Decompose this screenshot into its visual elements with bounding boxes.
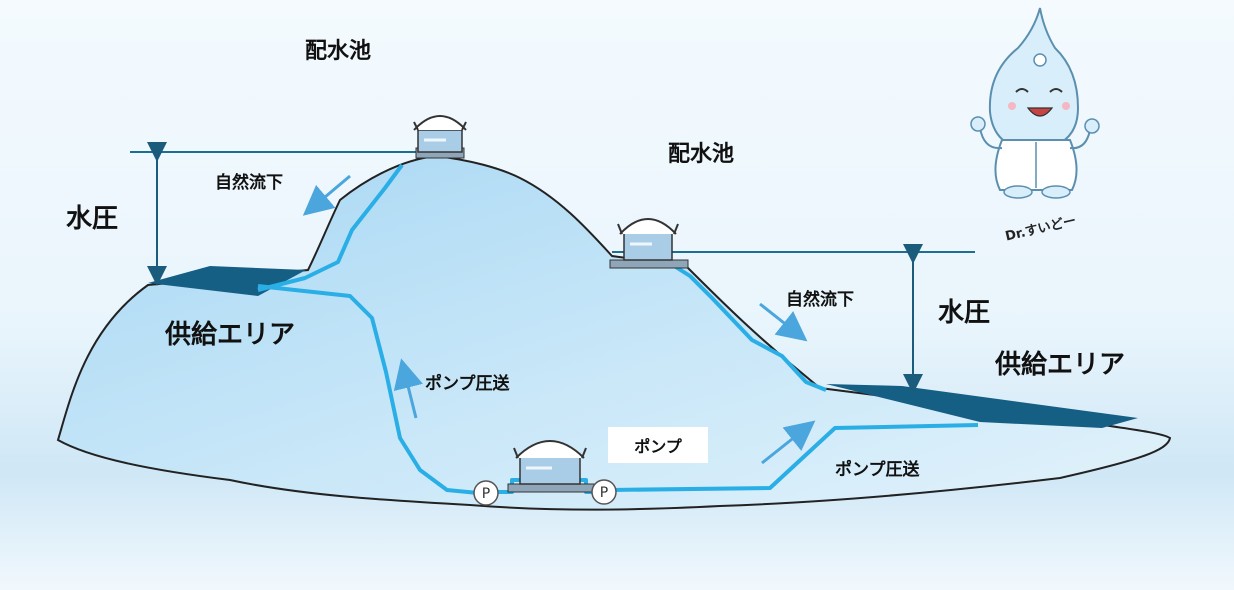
natural-flow-right-label: 自然流下 [786, 290, 854, 310]
supply-area-right-plate [826, 384, 1138, 428]
pump-pressure-right-label: ポンプ圧送 [835, 460, 920, 480]
pipe-left-supply [257, 284, 479, 495]
reservoir-right-label: 配水池 [668, 142, 735, 167]
water-pressure-left-label: 水圧 [66, 204, 119, 234]
pump-label: ポンプ [634, 437, 682, 456]
pump-label-box: ポンプ [608, 427, 708, 463]
flow-arrow-right-down [759, 302, 808, 342]
reservoir-top-label: 配水池 [305, 39, 372, 64]
flow-arrow-left-down [302, 174, 351, 216]
flow-arrow-pump-up [393, 358, 423, 419]
pump-mark-left-pump-icon: P [473, 480, 499, 506]
flow-arrows [302, 174, 816, 465]
natural-flow-left-label: 自然流下 [215, 173, 283, 193]
hill-landmass [56, 154, 1172, 511]
pipe-right-supply [609, 423, 979, 492]
pipe-right-reservoir-down [666, 260, 827, 392]
pressure-arrows [147, 142, 923, 394]
supply-area-left-label: 供給エリア [165, 320, 296, 350]
pump-pressure-left-label: ポンプ圧送 [425, 374, 510, 394]
water-pressure-right-label: 水圧 [938, 298, 991, 328]
water-drop-mascot-icon [970, 7, 1100, 199]
pump-mark-right-text: P [600, 485, 608, 501]
flow-arrow-pump-right [761, 420, 816, 465]
reservoir-top-tank-icon [413, 115, 467, 159]
pump-mark-right-pump-icon: P [591, 479, 617, 505]
reservoir-right-tank-icon [609, 218, 689, 269]
pipe-top-reservoir-down [257, 163, 404, 292]
pump-mark-left-text: P [482, 486, 490, 502]
supply-area-right-label: 供給エリア [995, 350, 1126, 380]
